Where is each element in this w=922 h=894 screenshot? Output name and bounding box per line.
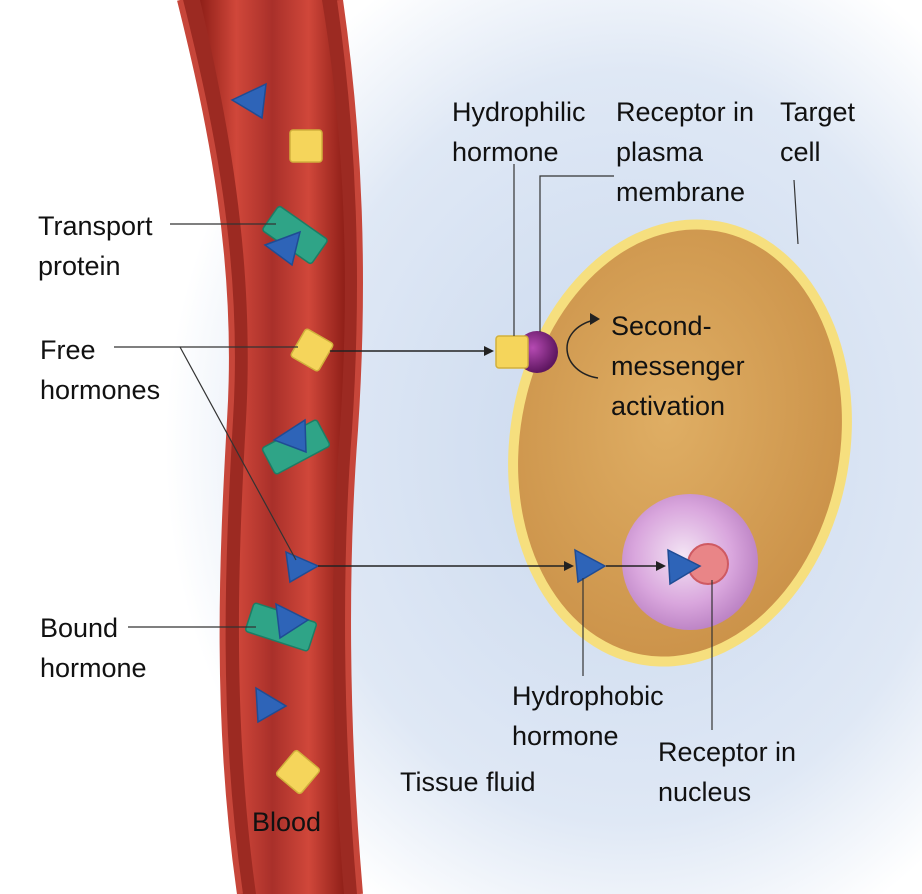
leader-receptor-membrane (539, 175, 614, 332)
free-hydrophilic-hormone (275, 749, 321, 795)
leader-target-cell (793, 179, 799, 245)
bound-hormone-complex (261, 418, 331, 475)
pathway-arrows (318, 313, 666, 571)
label-free-hormones: Free hormones (40, 335, 161, 405)
free-hydrophobic-hormone (285, 550, 320, 584)
arrowhead (590, 313, 600, 325)
label-second-messenger: Second- messenger activation (611, 311, 745, 421)
label-receptor-nucleus: Receptor in nucleus (658, 737, 797, 807)
label-hydrophilic-hormone: Hydrophilic hormone (452, 97, 586, 167)
label-bound-hormone: Bound hormone (40, 613, 147, 683)
arrowhead (656, 561, 666, 571)
free-hydrophobic-hormone (255, 686, 288, 724)
leader-free-hormones-b (179, 346, 297, 561)
second-messenger-curve (566, 319, 599, 379)
bound-hydrophobic-hormone (275, 602, 310, 640)
cytoplasm (518, 229, 842, 657)
hydrophobic-hormone-at-nucleus (667, 548, 702, 586)
free-hydrophilic-hormone (289, 129, 323, 163)
free-hydrophilic-hormone (290, 328, 334, 372)
vessel-edge-left (177, 0, 243, 894)
label-transport-protein: Transport protein (38, 211, 153, 281)
bound-hydrophobic-hormone (272, 418, 307, 454)
hydrophilic-hormone-at-receptor (495, 335, 529, 369)
target-cell (495, 219, 852, 667)
label-receptor-membrane: Receptor in plasma membrane (616, 97, 755, 207)
label-target-cell: Target cell (780, 97, 856, 167)
hydrophobic-hormone-in-cytoplasm (574, 548, 607, 584)
bound-hormone-complex (262, 205, 328, 267)
bound-hydrophobic-hormone (263, 230, 302, 267)
label-hydrophobic-hormone: Hydrophobic hormone (512, 681, 664, 751)
label-blood: Blood (252, 807, 322, 837)
vessel-edge-right (337, 0, 363, 894)
label-tissue-fluid: Tissue fluid (400, 767, 536, 797)
free-hydrophobic-hormone (230, 82, 267, 120)
arrowhead (564, 561, 574, 571)
leader-lines (114, 164, 799, 730)
arrowhead (484, 346, 494, 356)
blood-contents (230, 82, 334, 795)
bound-hormone-complex (245, 602, 317, 652)
